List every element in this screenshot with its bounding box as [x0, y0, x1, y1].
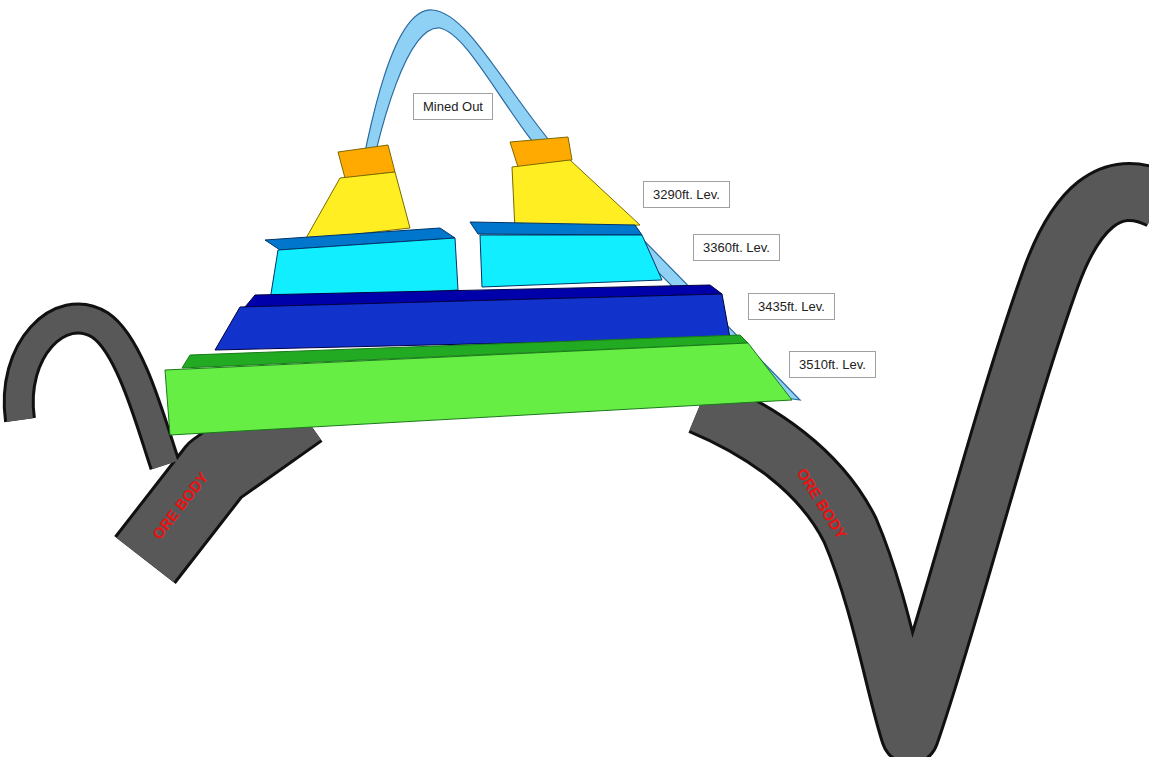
ore-body	[19, 192, 1149, 735]
level-3510-stope	[165, 335, 792, 435]
label-text: 3290ft. Lev.	[653, 187, 720, 202]
label-text: 3435ft. Lev.	[758, 299, 825, 314]
label-text: 3360ft. Lev.	[703, 240, 770, 255]
level-label: 3360ft. Lev.	[693, 234, 780, 261]
level-label: 3510ft. Lev.	[789, 351, 876, 378]
mined-out-label: Mined Out	[413, 93, 493, 120]
label-text: 3510ft. Lev.	[799, 357, 866, 372]
level-label: 3435ft. Lev.	[748, 293, 835, 320]
level-label: 3290ft. Lev.	[643, 181, 730, 208]
label-text: Mined Out	[423, 99, 483, 114]
